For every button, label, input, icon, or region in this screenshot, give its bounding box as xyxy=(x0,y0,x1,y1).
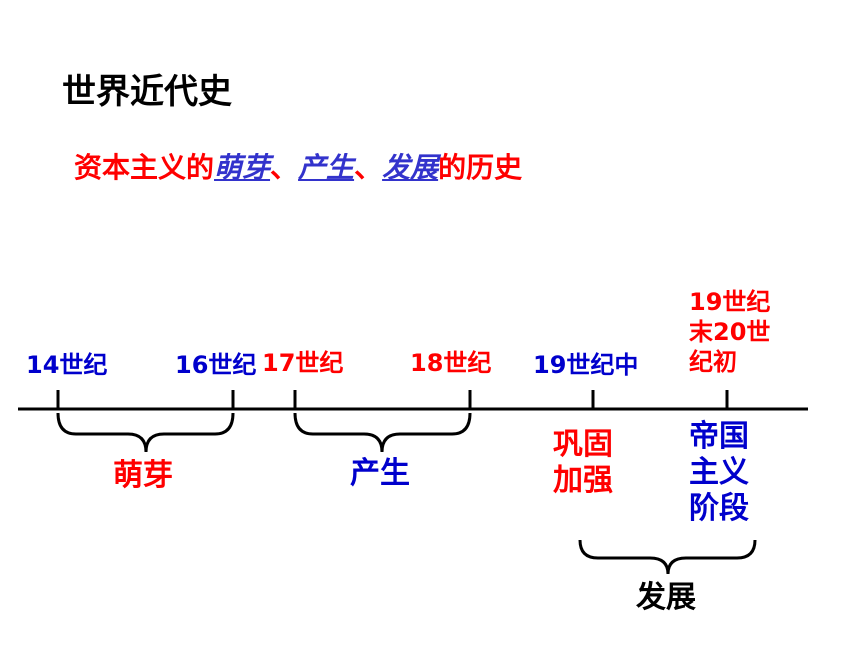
label-line: 末20世 xyxy=(689,318,771,346)
page-title: 世界近代史 xyxy=(62,72,232,112)
label-line: 纪初 xyxy=(689,348,737,376)
term-development-link[interactable]: 发展 xyxy=(382,151,439,184)
label-line: 19世纪 xyxy=(689,288,771,316)
stage-development: 发展 xyxy=(636,580,696,615)
subtitle-separator: 、 xyxy=(270,151,299,184)
brace-budding xyxy=(56,412,235,453)
term-budding-link[interactable]: 萌芽 xyxy=(214,151,271,184)
label-14th-century: 14世纪 xyxy=(26,351,108,379)
term-emergence-link[interactable]: 产生 xyxy=(298,151,355,184)
stage-line: 巩固 xyxy=(553,427,613,462)
label-16th-century: 16世纪 xyxy=(175,351,257,379)
label-mid-19th-century: 19世纪中 xyxy=(533,351,639,379)
stage-line: 主义 xyxy=(689,455,749,490)
brace-emergence xyxy=(293,412,472,453)
subtitle: 资本主义的萌芽、产生、发展的历史 xyxy=(74,146,522,186)
stage-line: 阶段 xyxy=(689,491,749,526)
stage-emergence: 产生 xyxy=(350,456,410,491)
brace-development xyxy=(578,539,757,575)
stage-line: 帝国 xyxy=(689,419,749,454)
label-late-19th-century: 19世纪 末20世 纪初 xyxy=(689,287,770,377)
stage-imperialism: 帝国 主义 阶段 xyxy=(689,419,749,527)
stage-consolidation: 巩固 加强 xyxy=(553,427,613,499)
label-18th-century: 18世纪 xyxy=(410,349,492,377)
subtitle-separator: 、 xyxy=(354,151,383,184)
label-17th-century: 17世纪 xyxy=(262,349,344,377)
stage-line: 加强 xyxy=(553,463,613,498)
subtitle-prefix: 资本主义的 xyxy=(74,151,215,184)
subtitle-suffix: 的历史 xyxy=(438,151,523,184)
stage-budding: 萌芽 xyxy=(113,458,173,493)
